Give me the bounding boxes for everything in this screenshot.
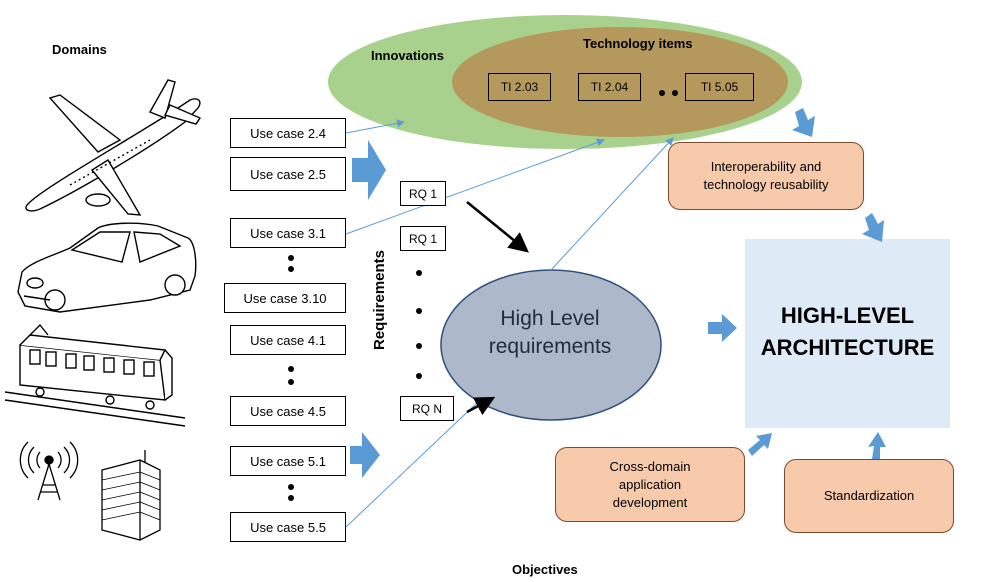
block-arrow-hlr-arch [708,314,737,342]
tech-item-box: TI 2.03 [488,73,551,101]
use-case-box: Use case 2.4 [230,118,346,148]
use-case-box: Use case 5.1 [230,446,346,476]
tech-item-box: TI 5.05 [685,73,754,101]
ellipsis-dot [288,379,294,385]
block-arrow-interop-arch [862,213,884,242]
connector-uc24-innovations [345,119,405,134]
requirement-box: RQ 1 [400,226,446,251]
ellipsis-dot [659,90,665,96]
objective-standardization: Standardization [784,459,954,533]
car-icon [17,222,197,313]
requirement-box: RQ 1 [400,181,446,206]
building-icon [101,450,161,541]
connector-uc55-hlr [345,399,481,528]
ellipsis-dot [416,308,422,314]
ellipsis-dot [416,270,422,276]
block-arrow-uc51 [350,432,380,478]
use-case-box: Use case 3.1 [230,218,346,248]
objective-cross-domain: Cross-domain application development [555,447,745,522]
objective-interoperability: Interoperability and technology reusabil… [668,142,864,210]
use-case-box: Use case 2.5 [230,157,346,191]
block-arrow-uc25 [352,140,386,200]
innovations-label: Innovations [371,48,444,63]
use-case-box: Use case 5.5 [230,512,346,542]
technology-items-label: Technology items [583,36,693,51]
block-arrow-cross-arch [748,433,772,456]
ellipsis-dot [288,484,294,490]
use-case-box: Use case 3.10 [224,283,346,313]
block-arrow-tech-interop [792,108,815,137]
block-arrow-standard-arch [868,432,886,460]
ellipsis-dot [288,255,294,261]
ellipsis-dot [672,90,678,96]
connector-hlr-tech [550,137,674,271]
tech-item-box: TI 2.04 [578,73,641,101]
requirement-box: RQ N [400,396,454,421]
antenna-icon [19,441,79,501]
ellipsis-dot [416,373,422,379]
architecture-label: HIGH-LEVEL ARCHITECTURE [760,303,935,360]
objectives-label: Objectives [512,562,578,577]
ellipsis-dot [288,366,294,372]
arrow-rq1-hlr [466,201,529,253]
arrow-rqn-hlr [466,396,496,416]
domains-label: Domains [52,42,107,57]
airplane-icon [25,79,202,216]
requirements-label: Requirements [371,249,388,351]
high-level-requirements-label: High Level requirements [488,307,612,358]
ellipsis-dot [288,495,294,501]
use-case-box: Use case 4.5 [230,396,346,426]
technology-items-ellipse [452,27,788,137]
ellipsis-dot [288,266,294,272]
architecture-box [745,239,950,428]
connector-uc31-tech [345,138,605,235]
use-case-box: Use case 4.1 [230,325,346,355]
ellipsis-dot [416,343,422,349]
train-icon [4,323,186,427]
